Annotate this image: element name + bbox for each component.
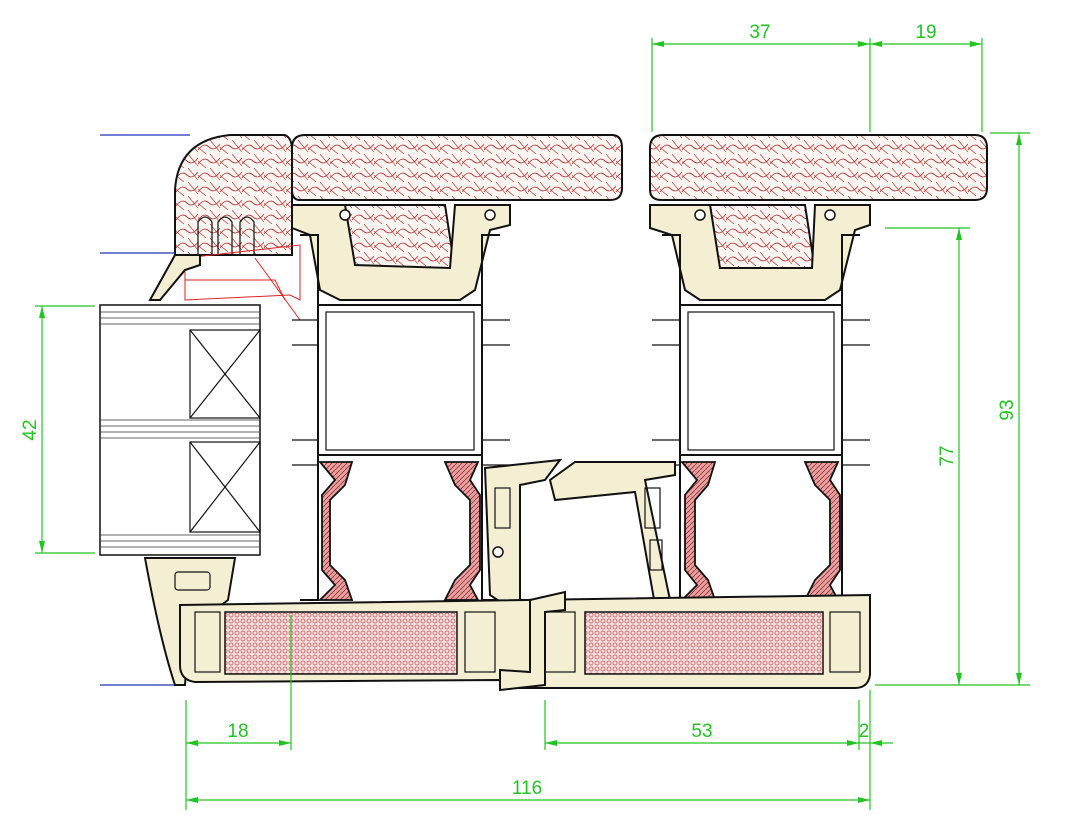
dimension-label-top-right: 19 [915,22,936,43]
cladding-clips [197,216,255,255]
dimension-label-bottom-left: 18 [227,721,248,742]
dimension-label-top-left: 37 [749,22,770,43]
wood-cladding [174,134,988,271]
glass-unit [99,304,261,556]
frame-profile [179,590,871,692]
reference-lines [100,134,190,686]
dimension-annotations: 37 19 93 77 42 18 [20,22,1030,810]
dimension-label-right-inner: 77 [937,445,958,466]
interlock-profile [483,458,676,607]
dimension-label-right-outer: 93 [997,399,1018,420]
dimension-label-glass: 42 [20,419,41,440]
sash-profile-left [291,204,511,601]
dimension-label-bottom-right: 2 [859,721,870,742]
sash-profile-right [649,204,871,601]
top-gasket [148,254,201,301]
dimension-label-total-width: 116 [512,778,542,799]
dimension-label-bottom-middle: 53 [691,721,712,742]
seal-profile [184,244,301,321]
